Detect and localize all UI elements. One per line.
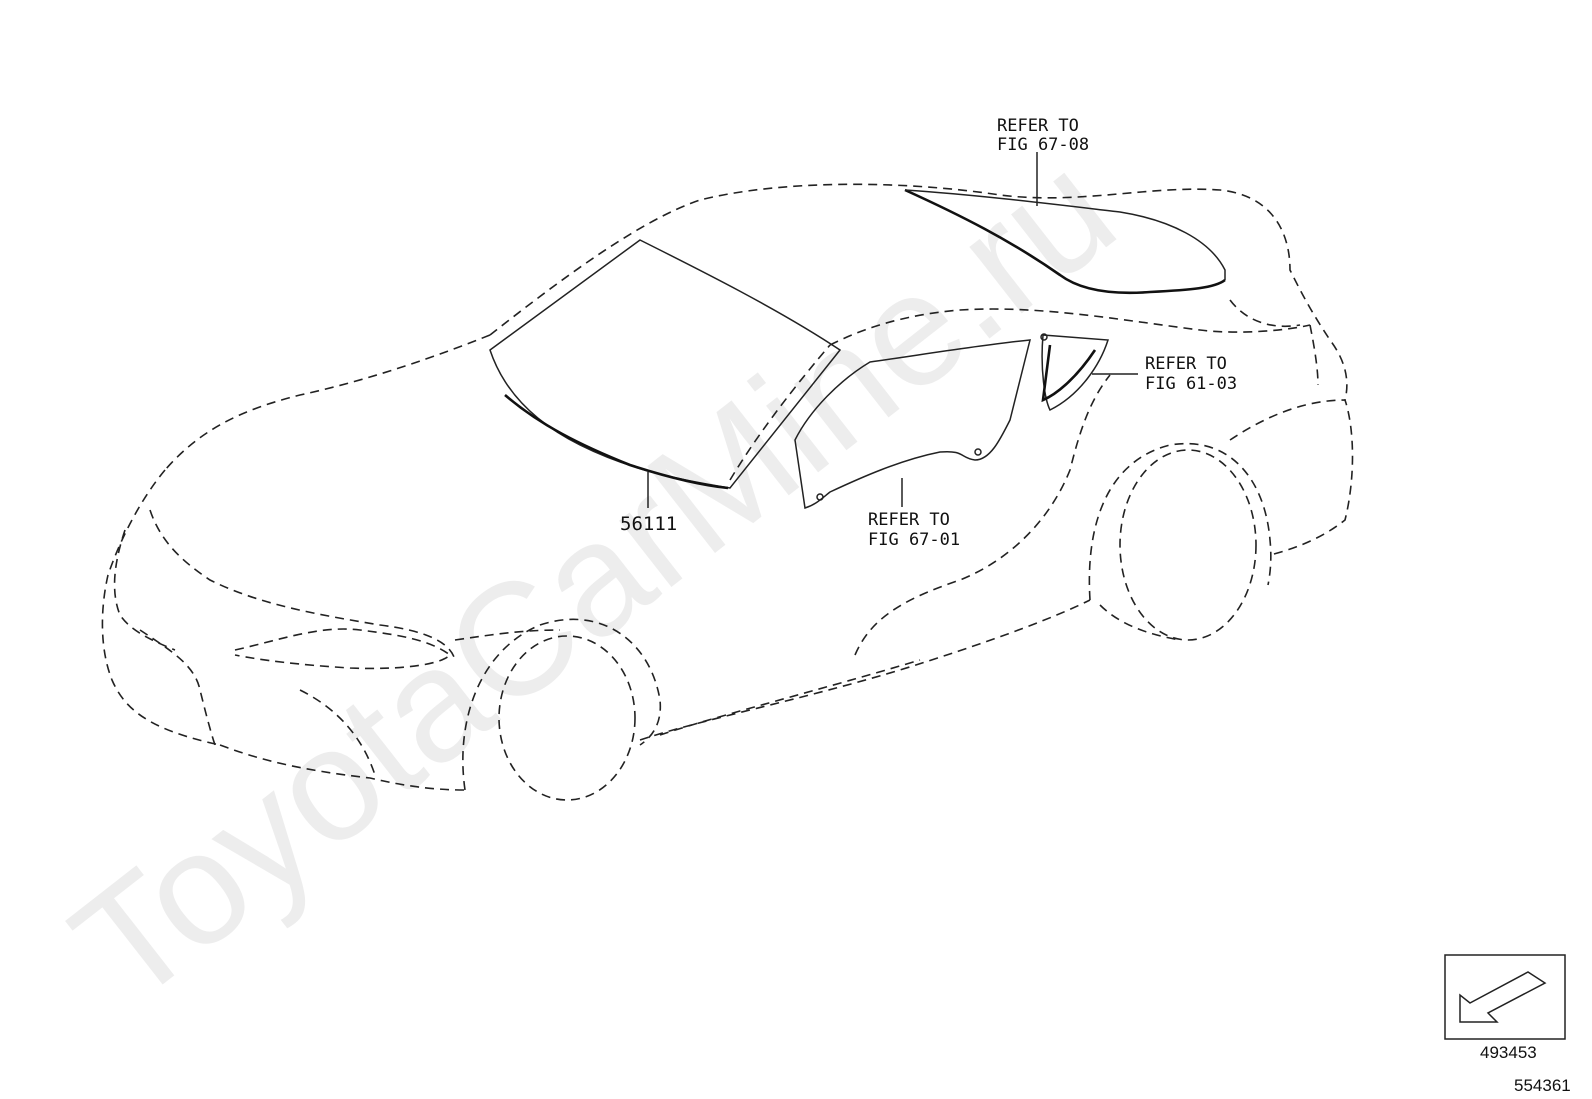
callout-line1: REFER TO [868,510,950,530]
callout-line1: REFER TO [997,116,1079,136]
callout-line2: FIG 67-01 [868,530,960,550]
callout-door-glass: REFER TO FIG 67-01 [868,510,960,550]
door-glass [794,339,1031,509]
callout-quarter-glass: REFER TO FIG 61-03 [1145,354,1237,394]
callout-rear-glass: REFER TO FIG 67-08 [997,116,1089,155]
car-body-outline [101,183,1354,801]
figure-code: 554361 [1514,1076,1571,1095]
callout-line2: FIG 61-03 [1145,374,1237,394]
quarter-glass [1040,333,1110,412]
view-indicator: 493453 [1444,954,1566,1062]
view-indicator-code: 493453 [1480,1043,1537,1062]
part-number-56111: 56111 [620,513,677,535]
callout-line2: FIG 67-08 [997,135,1089,155]
windshield-glass [489,239,842,490]
watermark: ToyotaCarMine.ru [41,118,1146,1036]
callout-line1: REFER TO [1145,354,1227,374]
view-direction-arrow-icon [1459,971,1547,1023]
rear-glass [904,188,1226,295]
view-indicator-frame [1444,954,1566,1040]
